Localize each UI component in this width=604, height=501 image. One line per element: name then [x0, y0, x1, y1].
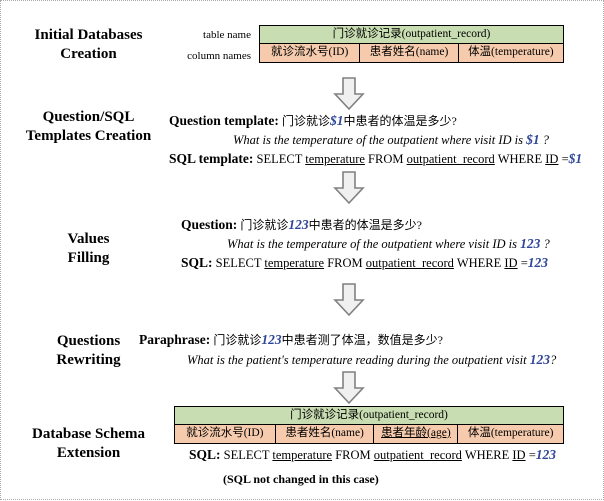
- sql-template-value: $1: [568, 151, 583, 166]
- sql-ext-line: SQL: SELECT temperature FROM outpatient_…: [189, 447, 556, 463]
- schema-ext-column-id: 就诊流水号(ID): [175, 425, 276, 443]
- schema-ext-table-name: 门诊就诊记录(outpatient_record): [175, 407, 563, 425]
- schema-ext-column-row: 就诊流水号(ID) 患者姓名(name) 患者年龄(age) 体温(temper…: [175, 425, 563, 443]
- paraphrase-en-post: ?: [549, 353, 557, 367]
- question-template-cn-pre: 门诊就诊: [281, 114, 330, 128]
- schema-ext-column-temperature: 体温(temperature): [458, 425, 563, 443]
- paraphrase-en-line: What is the patient's temperature readin…: [187, 352, 556, 368]
- paraphrase-line: Paraphrase: 门诊就诊123中患者测了体温，数值是多少?: [139, 332, 443, 348]
- sql-ext-column: temperature: [272, 448, 333, 462]
- question-template-en-pre: What is the temperature of the outpatien…: [233, 133, 527, 147]
- schema-column-row: 就诊流水号(ID) 患者姓名(name) 体温(temperature): [260, 44, 564, 62]
- question-en-value: 123: [520, 236, 541, 251]
- sql-label: SQL:: [181, 255, 213, 270]
- paraphrase-value: 123: [261, 332, 282, 347]
- sql-eq: =: [520, 256, 528, 270]
- arrow-stage3-to-stage4: [332, 283, 366, 322]
- schema-table-name: 门诊就诊记录(outpatient_record): [260, 26, 563, 44]
- sql-ext-label: SQL:: [189, 447, 221, 462]
- arrow-stage4-to-stage5: [332, 371, 366, 410]
- schema-ext-column-age: 患者年龄(age): [374, 425, 459, 443]
- sql-from: FROM: [327, 256, 363, 270]
- column-names-side-label: column names: [187, 50, 251, 62]
- sql-template-line: SQL template: SELECT temperature FROM ou…: [169, 151, 582, 167]
- sql-table: outpatient_record: [365, 256, 454, 270]
- sql-value: 123: [527, 255, 549, 270]
- sql-ext-value: 123: [535, 447, 557, 462]
- sql-ext-table: outpatient_record: [373, 448, 462, 462]
- question-en-post: ?: [540, 237, 550, 251]
- question-template-en-post: ?: [539, 133, 550, 147]
- question-cn-pre: 门诊就诊: [240, 218, 289, 232]
- sql-where: WHERE: [456, 256, 502, 270]
- sql-ext-from: FROM: [335, 448, 371, 462]
- schema-table-initial: 门诊就诊记录(outpatient_record) 就诊流水号(ID) 患者姓名…: [259, 25, 564, 63]
- question-line: Question: 门诊就诊123中患者的体温是多少?: [181, 217, 422, 233]
- question-label: Question:: [181, 217, 238, 232]
- question-template-value: $1: [330, 113, 344, 128]
- sql-not-changed-note: (SQL not changed in this case): [223, 472, 379, 486]
- arrow-stage2-to-stage3: [332, 171, 366, 210]
- arrow-stage1-to-stage2: [332, 77, 366, 116]
- paraphrase-label: Paraphrase:: [139, 332, 211, 347]
- paraphrase-en-pre: What is the patient's temperature readin…: [187, 353, 530, 367]
- question-template-en-value: $1: [526, 132, 540, 147]
- sql-ext-eq: =: [528, 448, 536, 462]
- sql-template-table: outpatient_record: [406, 152, 495, 166]
- schema-ext-column-name: 患者姓名(name): [275, 425, 375, 443]
- schema-table-name-row: 门诊就诊记录(outpatient_record): [260, 26, 563, 44]
- question-template-line: Question template: 门诊就诊$1中患者的体温是多少?: [169, 113, 457, 129]
- paraphrase-cn-pre: 门诊就诊: [213, 333, 262, 347]
- paraphrase-cn-post: 中患者测了体温，数值是多少?: [281, 333, 443, 347]
- question-template-en-line: What is the temperature of the outpatien…: [233, 132, 549, 148]
- paraphrase-en-value: 123: [529, 352, 550, 367]
- sql-template-eq: =: [561, 152, 569, 166]
- sql-template-label: SQL template:: [169, 151, 254, 166]
- sql-key: ID: [504, 256, 518, 270]
- sql-line: SQL: SELECT temperature FROM outpatient_…: [181, 255, 548, 271]
- schema-table-extended: 门诊就诊记录(outpatient_record) 就诊流水号(ID) 患者姓名…: [174, 406, 564, 444]
- question-value: 123: [288, 217, 309, 232]
- sql-template-where: WHERE: [497, 152, 543, 166]
- schema-ext-table-name-row: 门诊就诊记录(outpatient_record): [175, 407, 563, 425]
- schema-column-temperature: 体温(temperature): [458, 44, 564, 62]
- sql-ext-select: SELECT: [223, 448, 270, 462]
- sql-template-from: FROM: [368, 152, 404, 166]
- question-en-line: What is the temperature of the outpatien…: [227, 236, 550, 252]
- sql-select: SELECT: [215, 256, 262, 270]
- table-name-side-label: table name: [203, 29, 251, 41]
- sql-template-column: temperature: [305, 152, 365, 166]
- sql-column: temperature: [264, 256, 325, 270]
- question-template-cn-post: 中患者的体温是多少?: [343, 114, 457, 128]
- sql-template-key: ID: [545, 152, 559, 166]
- sql-template-select: SELECT: [256, 152, 303, 166]
- question-cn-post: 中患者的体温是多少?: [308, 218, 422, 232]
- sql-ext-key: ID: [512, 448, 526, 462]
- question-en-pre: What is the temperature of the outpatien…: [227, 237, 521, 251]
- schema-column-name: 患者姓名(name): [360, 44, 459, 62]
- sql-ext-where: WHERE: [464, 448, 510, 462]
- schema-column-id: 就诊流水号(ID): [260, 44, 361, 62]
- question-template-label: Question template:: [169, 113, 279, 128]
